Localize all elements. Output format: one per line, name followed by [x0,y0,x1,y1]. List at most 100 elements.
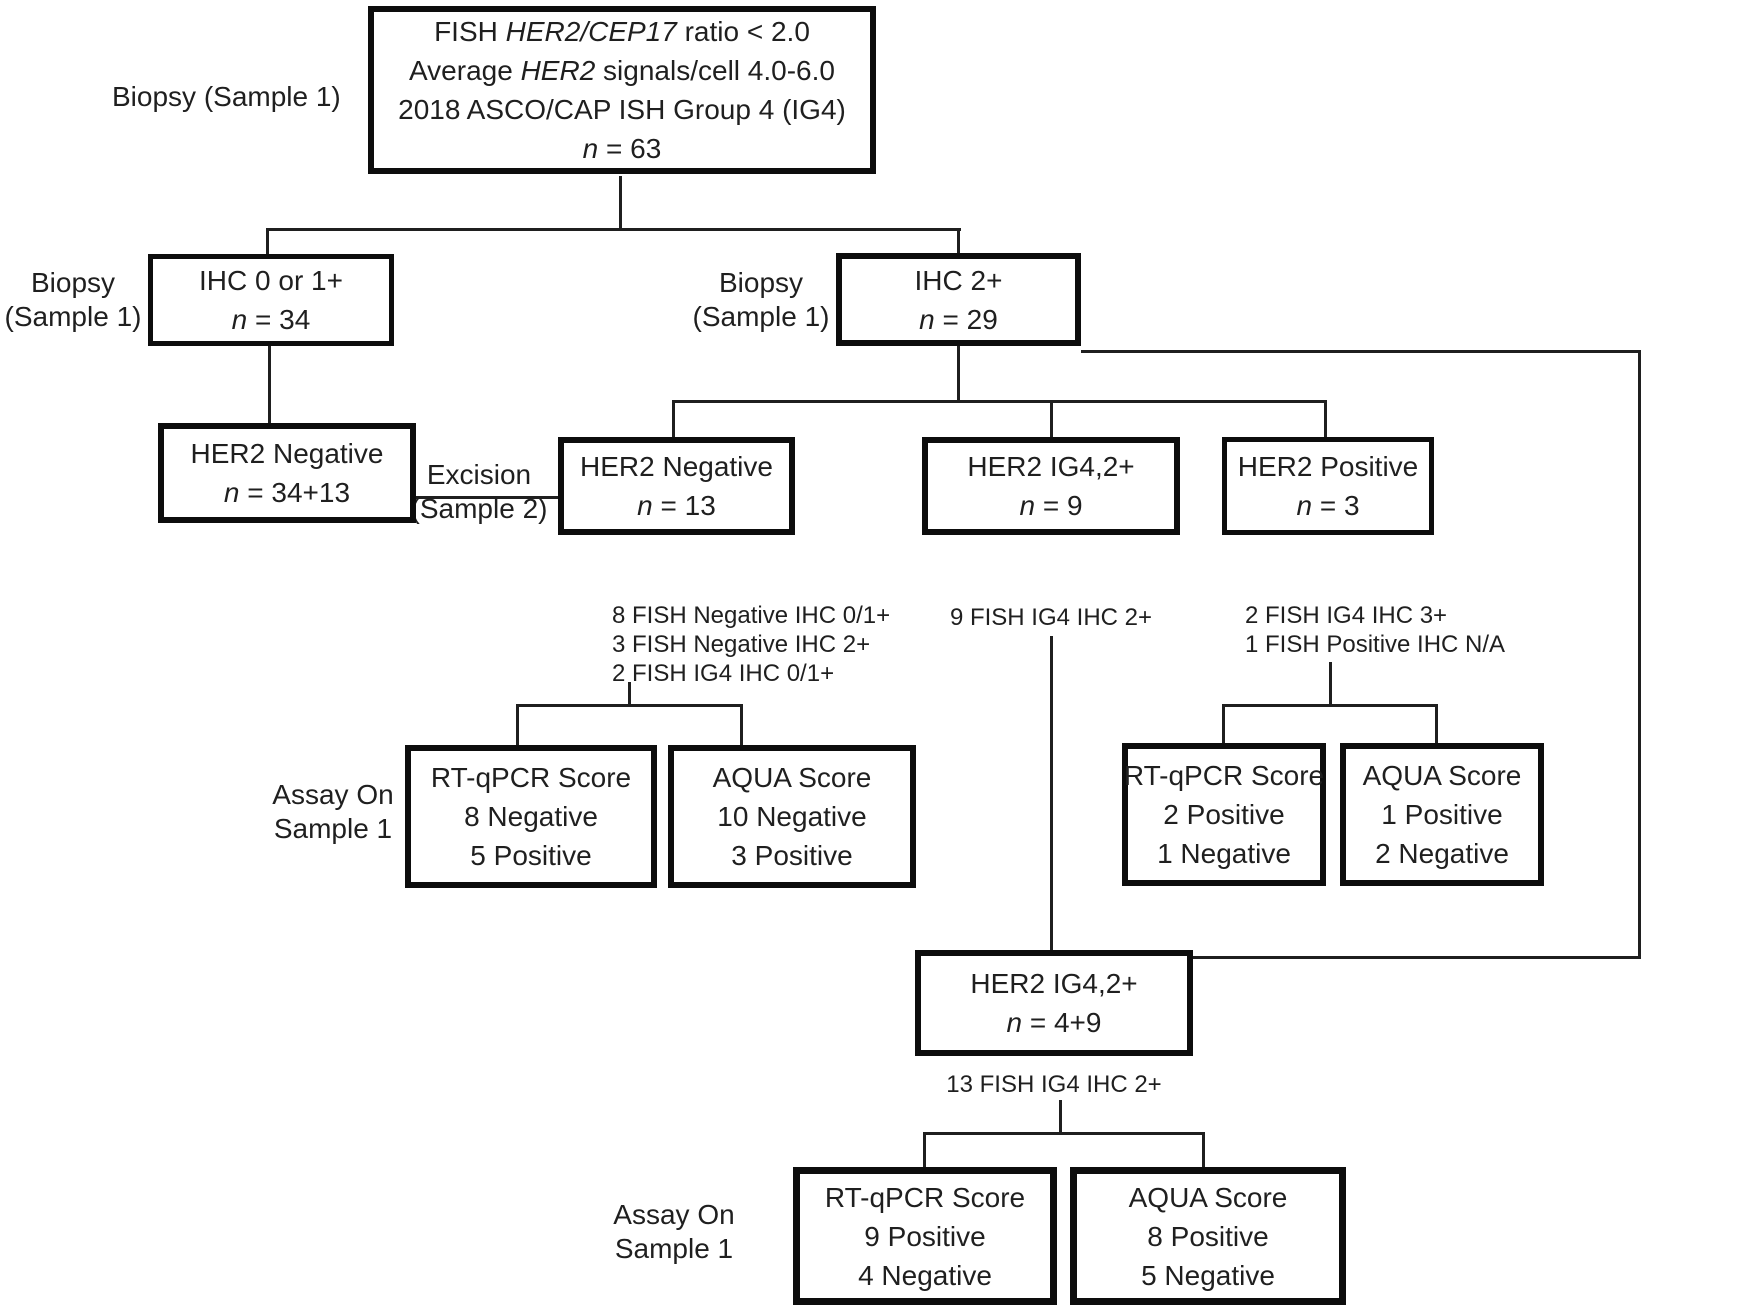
connector-right-loop-bottom [1193,956,1641,959]
box-her2-ig42-9: HER2 IG4,2+ n = 9 [922,437,1180,535]
box-result-line: 8 Positive [1147,1220,1269,1252]
connector-drop-rtqpcr-final [923,1132,926,1169]
box-result-line: 1 Positive [1381,799,1503,830]
connector-positive-annotation-stem [1329,662,1332,706]
connector-drop-ihc01 [266,228,269,258]
box-ihc-0-or-1: IHC 0 or 1+ n = 34 [148,254,394,346]
annotation-under-her2-ig42-9: 9 FISH IG4 IHC 2+ [922,603,1180,632]
annotation-line: 2 FISH IG4 IHC 3+ [1245,602,1448,629]
label-line: (Sample 1) [692,301,830,332]
box-title: RT-qPCR Score [1123,760,1325,791]
box-line: 2018 ASCO/CAP ISH Group 4 (IG4) [398,94,846,125]
box-result-line: 3 Positive [731,840,853,871]
connector-branch-2 [672,400,1327,403]
box-line: Average HER2 signals/cell 4.0-6.0 [409,55,835,86]
annotation-line: 8 FISH Negative IHC 0/1+ [612,602,891,629]
connector-neg13-annotation-stem [628,682,631,707]
annotation-line: 13 FISH IG4 IHC 2+ [946,1071,1162,1098]
connector-drop-neg13 [672,400,675,439]
label-biopsy-sample1-top: Biopsy (Sample 1) [112,80,341,114]
box-result-line: 8 Negative [464,801,598,832]
connector-top-stem [619,176,622,231]
connector-branch-5 [923,1132,1205,1135]
annotation-under-her2-positive-3: 2 FISH IG4 IHC 3+ 1 FISH Positive IHC N/… [1245,601,1505,659]
label-assay-on-sample1-bottom: Assay On Sample 1 [600,1198,748,1266]
box-ihc-2: IHC 2+ n = 29 [836,253,1081,346]
box-result-line: 1 Negative [1157,838,1291,869]
connector-drop-positive [1324,400,1327,439]
connector-drop-aqua-pos [1435,704,1438,745]
label-biopsy-sample1-left: Biopsy (Sample 1) [2,266,144,334]
box-result-line: 4 Negative [858,1259,992,1291]
connector-drop-ig42-9 [1050,400,1053,439]
box-result-line: 9 Positive [864,1220,986,1252]
box-title: AQUA Score [1362,760,1522,791]
annotation-line: 3 FISH Negative IHC 2+ [612,631,871,658]
connector-branch-3 [516,704,743,707]
annotation-line: 1 FISH Positive IHC N/A [1245,631,1506,658]
annotation-line: 9 FISH IG4 IHC 2+ [949,604,1153,631]
label-biopsy-sample1-right: Biopsy (Sample 1) [690,266,832,334]
box-n-value: n = 34+13 [223,477,351,508]
connector-drop-rtqpcr-neg [516,704,519,747]
box-result-line: 10 Negative [717,801,867,832]
label-line: Biopsy [30,267,116,298]
box-n-value: n = 13 [637,490,716,521]
box-aqua-score-positive-arm: AQUA Score 1 Positive 2 Negative [1340,743,1544,886]
box-n-value: n = 3 [1296,490,1360,521]
box-result-line: 2 Positive [1163,799,1285,830]
connector-ihc01-to-her2neg [268,346,271,426]
box-rtqpcr-score-positive-arm: RT-qPCR Score 2 Positive 1 Negative [1122,743,1326,886]
box-title: HER2 Negative [190,438,384,469]
box-rtqpcr-score-negative-arm: RT-qPCR Score 8 Negative 5 Positive [405,745,657,888]
box-result-line: 5 Negative [1141,1259,1275,1291]
box-n-value: n = 9 [1019,490,1083,521]
connector-drop-ihc2 [957,228,960,257]
box-n-value: n = 63 [582,133,662,164]
connector-drop-aqua-neg [740,704,743,747]
box-fish-ig4-cohort: FISH HER2/CEP17 ratio < 2.0 Average HER2… [368,6,876,174]
label-line: Excision [426,459,532,490]
label-line: Biopsy [718,267,804,298]
box-rtqpcr-score-final: RT-qPCR Score 9 Positive 4 Negative [793,1167,1057,1305]
box-title: HER2 IG4,2+ [967,451,1135,482]
box-her2-positive-3: HER2 Positive n = 3 [1222,437,1434,535]
connector-ig42-49-annotation-stem [1059,1100,1062,1134]
connector-drop-aqua-final [1202,1132,1205,1169]
connector-right-loop-top [1081,350,1641,353]
box-title: HER2 Negative [580,451,773,482]
label-text: Biopsy (Sample 1) [112,81,341,112]
label-assay-on-sample1-left: Assay On Sample 1 [262,778,404,846]
box-title: HER2 IG4,2+ [970,968,1138,999]
annotation-under-her2-ig42-49: 13 FISH IG4 IHC 2+ [915,1070,1193,1099]
label-line: Assay On [272,779,394,810]
box-title: IHC 2+ [914,264,1003,296]
connector-ihc2-stem [957,346,960,403]
box-title: RT-qPCR Score [430,762,632,793]
box-title: RT-qPCR Score [824,1181,1026,1213]
box-her2-negative-13: HER2 Negative n = 13 [558,437,795,535]
connector-branch-1 [266,228,961,231]
annotation-line: 2 FISH IG4 IHC 0/1+ [612,660,835,687]
box-n-value: n = 4+9 [1006,1007,1102,1038]
box-title: AQUA Score [1128,1181,1288,1213]
connector-right-loop-vertical [1638,350,1641,959]
box-result-line: 2 Negative [1375,838,1509,869]
box-n-value: n = 34 [231,304,311,335]
box-aqua-score-final: AQUA Score 8 Positive 5 Negative [1070,1167,1346,1305]
connector-branch-4 [1222,704,1438,707]
label-excision-sample2: Excision (Sample 2) [408,458,550,526]
label-line: (Sample 1) [4,301,142,332]
box-her2-ig42-4plus9: HER2 IG4,2+ n = 4+9 [915,950,1193,1056]
box-aqua-score-negative-arm: AQUA Score 10 Negative 3 Positive [668,745,916,888]
box-title: IHC 0 or 1+ [199,265,343,296]
annotation-under-her2-negative-13: 8 FISH Negative IHC 0/1+ 3 FISH Negative… [612,601,890,688]
connector-ig42-long-stem [1050,636,1053,952]
box-title: AQUA Score [712,762,872,793]
label-line: Sample 1 [273,813,393,844]
box-result-line: 5 Positive [470,840,592,871]
label-line: Assay On [613,1199,735,1230]
box-her2-negative-combined: HER2 Negative n = 34+13 [158,423,416,523]
label-line: Sample 1 [614,1233,734,1264]
